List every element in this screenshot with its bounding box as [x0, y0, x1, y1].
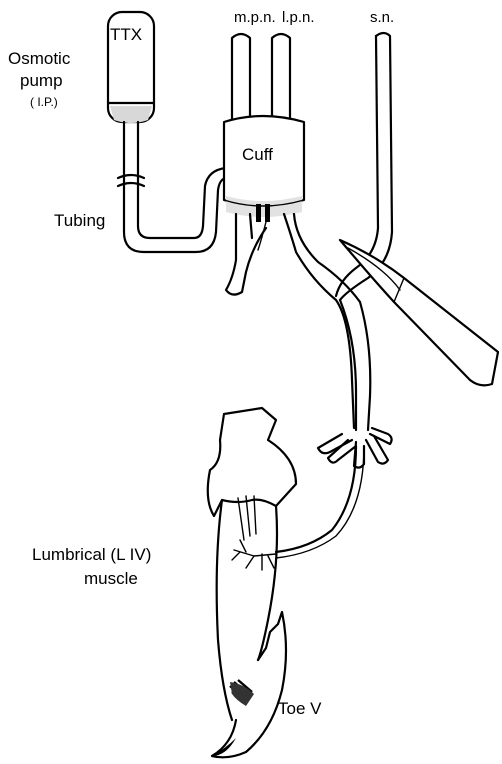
tubing: [118, 122, 230, 252]
label-tubing: Tubing: [54, 211, 105, 230]
label-mpn: m.p.n.: [234, 9, 276, 26]
tubing-break-top: [118, 175, 144, 178]
pump-cap-shade: [110, 106, 152, 123]
nerve-mpn-lower: [226, 214, 266, 295]
label-toe: Toe V: [278, 699, 322, 718]
label-ttx: TTX: [110, 25, 142, 44]
tubing-break-bottom: [118, 183, 144, 186]
label-lpn: l.p.n.: [282, 9, 315, 26]
nerve-lpn-upper: [272, 34, 290, 120]
label-sn: s.n.: [370, 9, 394, 26]
electrode-right: [265, 204, 270, 222]
lumbrical-muscle: [208, 408, 296, 720]
nerve-mpn-upper: [232, 34, 250, 120]
electrode-left: [256, 204, 261, 222]
label-pump-line1: Osmotic: [8, 49, 71, 68]
label-muscle-line2: muscle: [84, 569, 138, 588]
label-pump-line2: pump: [20, 71, 63, 90]
label-muscle-line1: Lumbrical (L IV): [32, 545, 151, 564]
cuff: [224, 116, 304, 222]
label-cuff: Cuff: [242, 145, 273, 164]
terminal-branch-main: [234, 550, 276, 556]
label-pump-line3: ( I.P.): [30, 95, 58, 109]
